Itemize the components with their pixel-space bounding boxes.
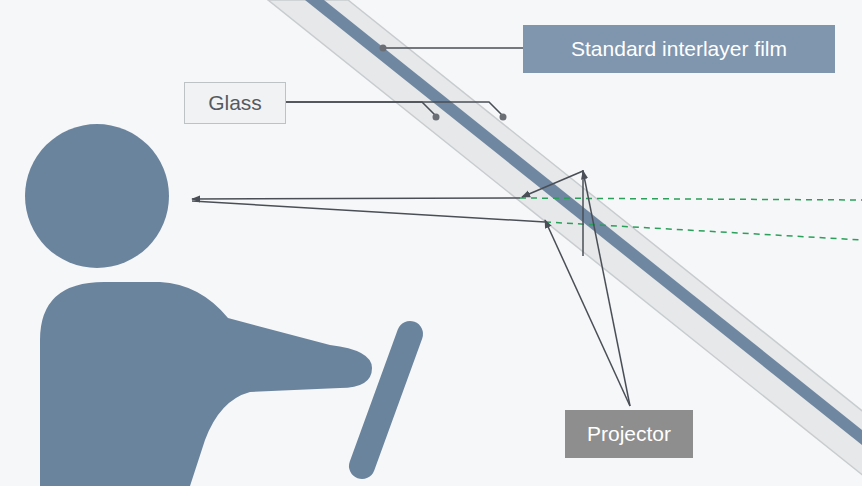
reflected-ray bbox=[192, 198, 520, 199]
image-line bbox=[582, 170, 584, 256]
leader-line bbox=[384, 47, 523, 49]
driver-head bbox=[25, 124, 169, 268]
leader-line bbox=[286, 102, 503, 116]
box-label: Projector bbox=[587, 422, 671, 446]
windshield-glass bbox=[268, 0, 862, 486]
leader-dot bbox=[500, 114, 507, 121]
label-box: Glass bbox=[184, 82, 286, 124]
reflected-ray bbox=[522, 171, 583, 197]
steering-wheel bbox=[362, 334, 410, 466]
virtual-ray bbox=[545, 222, 862, 240]
projector-ray bbox=[583, 171, 630, 406]
driver-body bbox=[40, 282, 372, 486]
box-label: Standard interlayer film bbox=[571, 37, 787, 61]
interlayer-film bbox=[305, 0, 862, 486]
label-box: Projector bbox=[565, 410, 693, 458]
reflected-ray bbox=[192, 201, 545, 222]
leader-line bbox=[286, 102, 436, 116]
label-box: Standard interlayer film bbox=[523, 25, 835, 73]
leader-dot bbox=[433, 114, 440, 121]
projector-ray bbox=[545, 220, 630, 406]
virtual-ray bbox=[520, 198, 862, 200]
leader-dot bbox=[380, 45, 387, 52]
box-label: Glass bbox=[208, 91, 262, 115]
